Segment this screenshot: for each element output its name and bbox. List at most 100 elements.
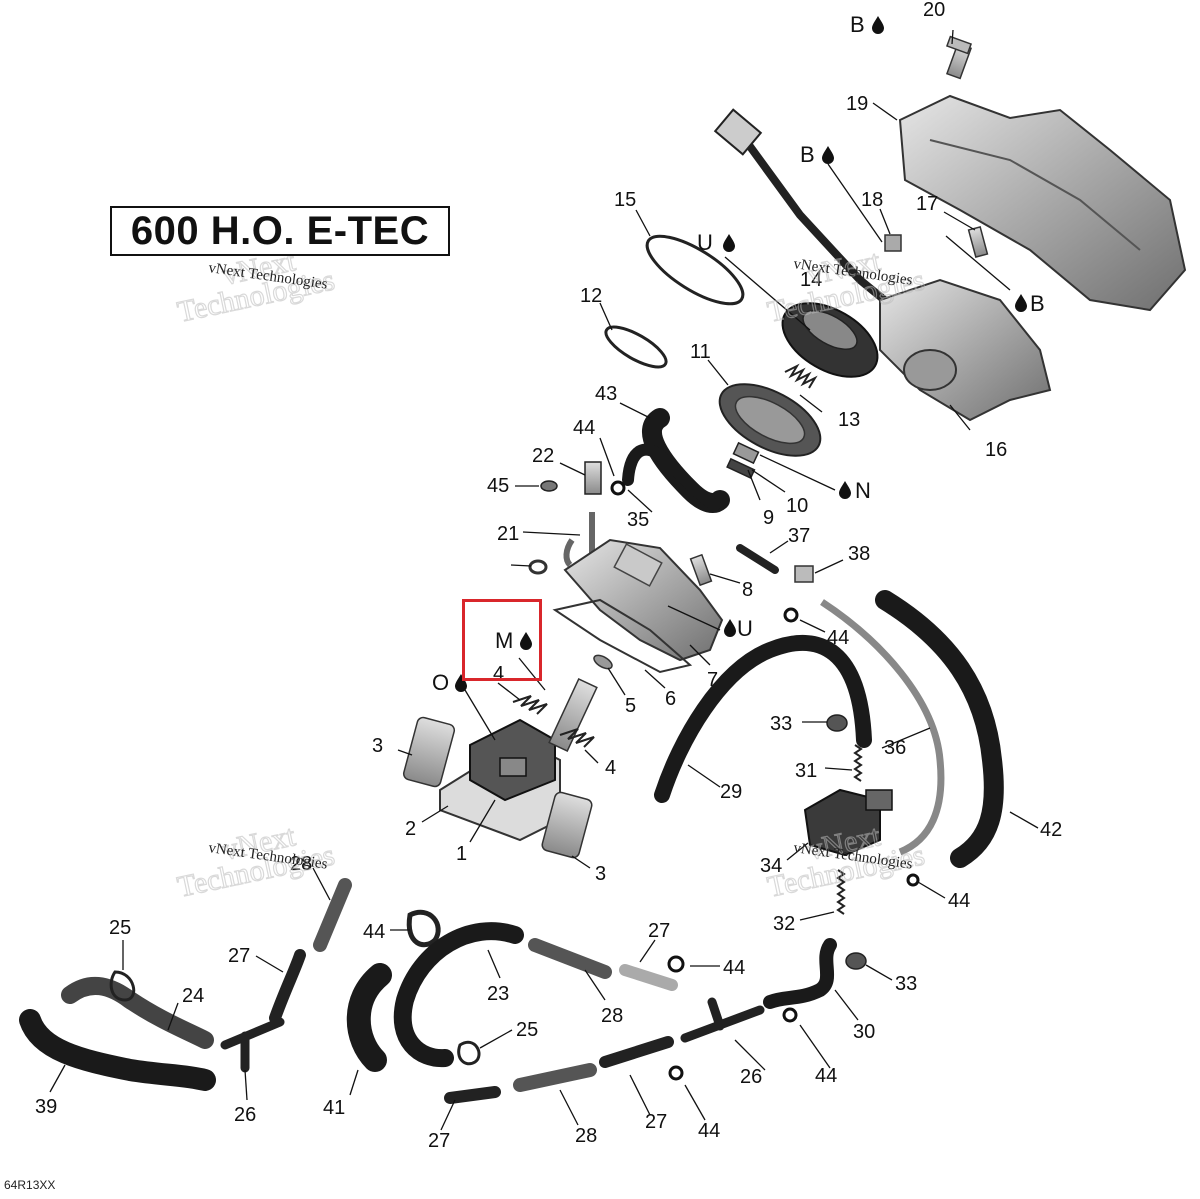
callout-20: 20 [923,0,945,21]
part-44-clamp [668,1065,684,1081]
callout-42: 43 [595,383,617,405]
callout-15: 15 [614,189,636,211]
lube-mark-b: B [800,142,815,167]
part-33 [826,714,848,732]
callout-8: 8 [742,579,753,601]
callout-28: 28 [290,853,312,875]
part-29-hose [654,634,872,803]
part-17-bolt [967,226,989,258]
callout-25: 25 [516,1019,538,1041]
reference-code: 64R13XX [4,1178,56,1192]
part-38 [794,565,814,583]
part-35-hose [622,443,721,511]
callout-36: 36 [884,737,906,759]
callout-12: 12 [580,285,602,307]
part-27-hose [444,1086,501,1104]
part-25-clamp [457,1040,481,1066]
callout-31: 30 [853,1021,875,1043]
part-9 [726,457,756,480]
callout-16: 16 [985,439,1007,461]
callout-27: 27 [228,945,250,967]
callout-28: 28 [575,1125,597,1147]
part-44-clamp [610,480,626,496]
callout-28: 28 [601,1005,623,1027]
part-10 [732,441,760,465]
part-40-hose [346,963,392,1072]
callout-44: 44 [815,1065,837,1087]
part-26-tee [220,1017,285,1073]
callout-9: 9 [763,507,774,529]
callout-41: 42 [1040,819,1062,841]
callout-24: 24 [182,985,204,1007]
part-27-hose [619,964,678,991]
lube-mark-b: B [850,12,865,37]
part-23-hose [393,922,524,1068]
callout-27: 27 [645,1111,667,1133]
part-12-oring [604,325,668,369]
part-33 [845,952,867,970]
part-diaphragm [781,302,879,378]
callout-18: 18 [861,189,883,211]
part-25-clamp [109,970,136,1002]
callout-2: 2 [405,818,416,840]
callout-21: 21 [497,523,519,545]
callout-38: 38 [848,543,870,565]
callout-44: 44 [948,890,970,912]
lube-mark-b: B [1030,291,1045,316]
callout-17: 17 [916,193,938,215]
callout-27: 27 [648,920,670,942]
callout-30: 31 [795,760,817,782]
part-26-tee [680,997,765,1043]
callout-14: 14 [800,269,822,291]
part-11-diaphragm [718,383,822,457]
callout-43: 44 [363,921,385,943]
part-37 [736,544,779,574]
callout-27: 27 [428,1130,450,1152]
part-3-sleeve [541,791,593,859]
part-4-spring [559,728,595,748]
part-4-spring [512,695,548,715]
part-15-oring [645,234,745,306]
callout-11: 11 [690,341,711,363]
lube-mark-u: U [737,616,753,641]
callout-37: 37 [788,525,810,547]
part-44-clamp [667,955,685,973]
part-7-body [563,538,724,662]
part-39-hose [19,1009,216,1091]
callout-19: 19 [846,93,868,115]
part-32-spring [836,869,846,915]
callout-3: 3 [372,735,383,757]
callout-40: 41 [323,1097,345,1119]
callout-23: 23 [487,983,509,1005]
model-title: 600 H.O. E-TEC [130,208,430,253]
callout-3: 3 [595,863,606,885]
part-28-filter [528,938,612,979]
callout-45: 45 [487,475,509,497]
callout-34: 34 [760,855,782,877]
part-44-clamp [782,1007,798,1023]
callout-6: 6 [665,688,676,710]
callout-4: 4 [605,757,616,779]
part-45-ring [528,559,548,575]
callout-labels: 20 19 18 17 16 15 14 13 12 11 10 9 8 7 6… [35,0,1062,1152]
callout-44: 44 [827,627,849,649]
part-22-fitting [584,461,602,495]
callout-1: 1 [456,843,467,865]
part-31-hose [763,938,837,1009]
part-27-hose [269,949,306,1024]
part-28-filter [313,878,352,952]
part-41-hose [875,590,1004,868]
leader-lines [49,29,1039,1131]
part-27-hose [599,1036,674,1068]
part-19-cover [898,94,1187,312]
part-20-bolt [945,35,973,80]
callout-22: 22 [532,445,554,467]
part-13-spring [784,363,818,389]
callout-35: 35 [627,509,649,531]
lubricant-marks: B B B U U N M O [432,12,1045,695]
highlight-box [462,599,542,681]
part-5 [593,654,613,670]
part-30-spring [853,744,863,782]
callout-13: 13 [838,409,860,431]
lube-mark-m: M [495,628,513,653]
